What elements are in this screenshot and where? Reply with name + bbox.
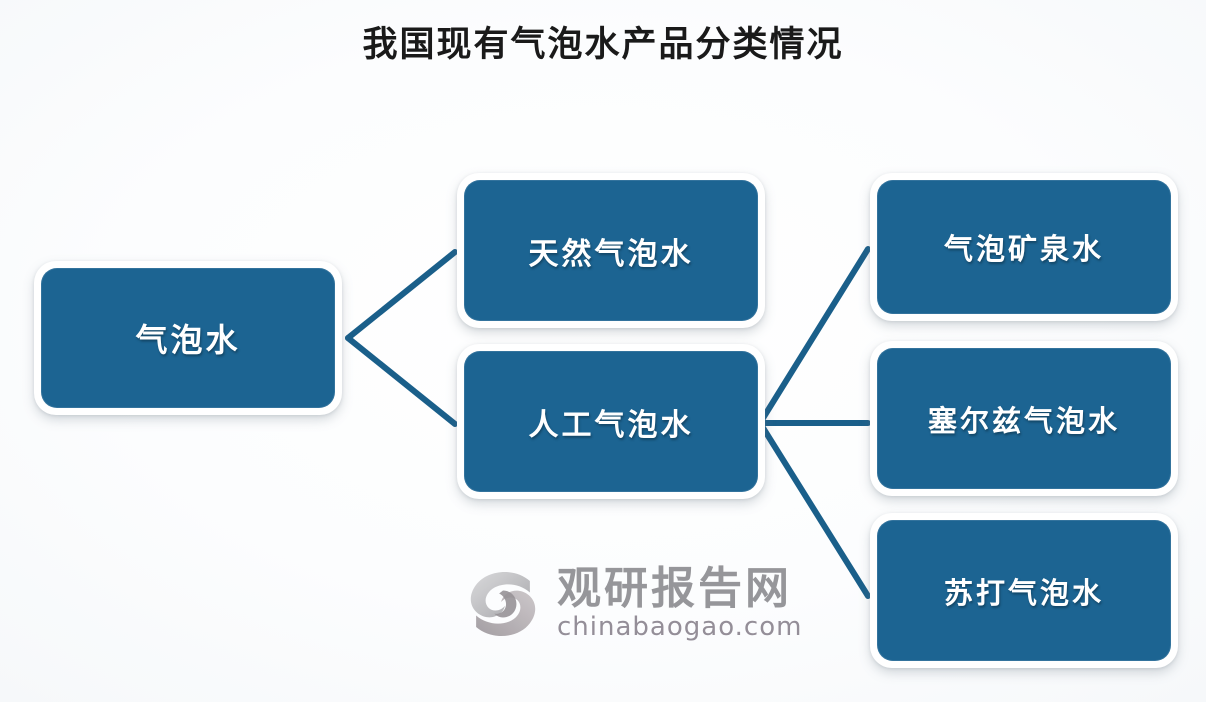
node-sparkling-mineral-water[interactable]: 气泡矿泉水: [870, 173, 1178, 321]
node-label: 塞尔兹气泡水: [927, 403, 1120, 438]
node-label: 苏打气泡水: [943, 575, 1104, 610]
node-fill: 塞尔兹气泡水: [877, 348, 1171, 489]
node-root-qipaoshui[interactable]: 气泡水: [34, 261, 342, 415]
node-fill: 天然气泡水: [464, 180, 758, 321]
node-label: 气泡矿泉水: [943, 232, 1104, 266]
watermark: 观研报告网 chinabaogao.com: [455, 551, 801, 657]
node-label: 天然气泡水: [528, 236, 694, 272]
edge-artificial-mineral: [757, 246, 871, 426]
watermark-brand-cn: 观研报告网: [557, 563, 792, 615]
edge-root-natural: [345, 249, 458, 341]
node-label: 气泡水: [135, 321, 241, 359]
node-soda-water[interactable]: 苏打气泡水: [870, 513, 1178, 668]
node-natural-sparkling-water[interactable]: 天然气泡水: [457, 173, 765, 328]
node-artificial-sparkling-water[interactable]: 人工气泡水: [457, 344, 765, 499]
node-label: 人工气泡水: [528, 407, 694, 443]
node-fill: 气泡矿泉水: [877, 180, 1171, 314]
edge-root-artificial: [345, 335, 458, 427]
edge-artificial-soda: [757, 420, 871, 599]
node-seltzer-water[interactable]: 塞尔兹气泡水: [870, 341, 1178, 496]
watermark-brand-en: chinabaogao.com: [557, 612, 803, 643]
page-title: 我国现有气泡水产品分类情况: [362, 25, 844, 65]
node-fill: 苏打气泡水: [877, 520, 1171, 661]
swirl-logo-icon: [470, 571, 536, 637]
watermark-text: 观研报告网 chinabaogao.com: [557, 566, 802, 641]
node-fill: 气泡水: [41, 268, 335, 408]
node-fill: 人工气泡水: [464, 351, 758, 492]
